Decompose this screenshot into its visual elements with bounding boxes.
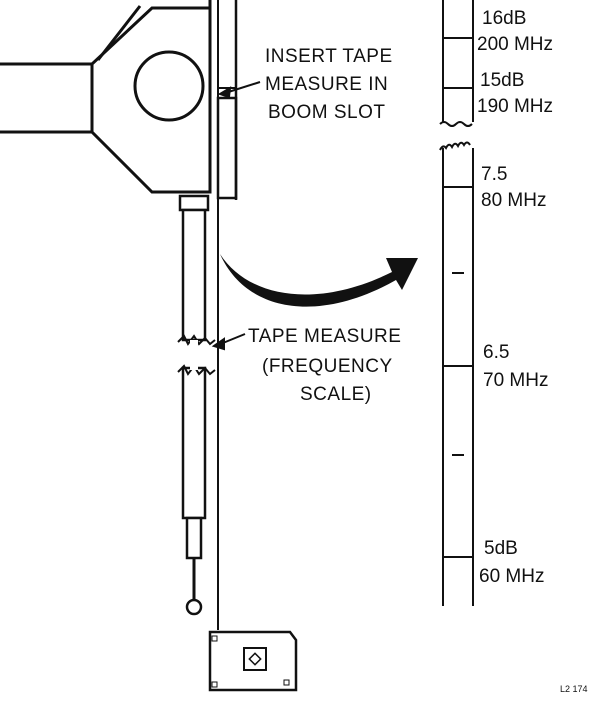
scale-db-6-5: 6.5: [483, 342, 509, 363]
scale-freq-200: 200 MHz: [477, 34, 553, 55]
scale-freq-80: 80 MHz: [481, 190, 546, 211]
break-marks: [177, 334, 216, 376]
scale-freq-190: 190 MHz: [477, 96, 553, 117]
telescoping-element: [178, 194, 210, 616]
scale-db-15: 15dB: [480, 70, 524, 91]
insert-callout-line-2: MEASURE IN: [265, 74, 388, 95]
scale-db-7-5: 7.5: [481, 164, 507, 185]
tape-measure-case: [208, 630, 298, 692]
callout-leaders: [211, 81, 261, 351]
scale-db-5: 5dB: [484, 538, 518, 559]
curved-arrow: [220, 254, 418, 307]
insert-tape-callout: INSERT TAPE MEASURE IN BOOM SLOT: [265, 46, 393, 123]
hub-circle: [133, 50, 205, 122]
figure-code: L2 174: [560, 684, 588, 694]
scale-freq-70: 70 MHz: [483, 370, 548, 391]
tape-callout-line-1: TAPE MEASURE: [248, 326, 401, 347]
tape-callout-line-3: SCALE): [300, 384, 372, 405]
scale-freq-60: 60 MHz: [479, 566, 544, 587]
scale-db-16: 16dB: [482, 8, 526, 29]
antenna-hub: [90, 5, 212, 194]
tape-callout-line-2: (FREQUENCY: [262, 356, 393, 377]
insert-callout-line-1: INSERT TAPE: [265, 46, 393, 67]
boom-slot: [208, 0, 238, 630]
tape-measure-callout: TAPE MEASURE (FREQUENCY SCALE): [248, 326, 401, 405]
scale-labels: 16dB 200 MHz 15dB 190 MHz 7.5 80 MHz 6.5…: [477, 8, 553, 587]
insert-callout-line-3: BOOM SLOT: [268, 102, 385, 123]
antenna-element-arms: [0, 62, 93, 134]
frequency-scale: [439, 0, 474, 606]
